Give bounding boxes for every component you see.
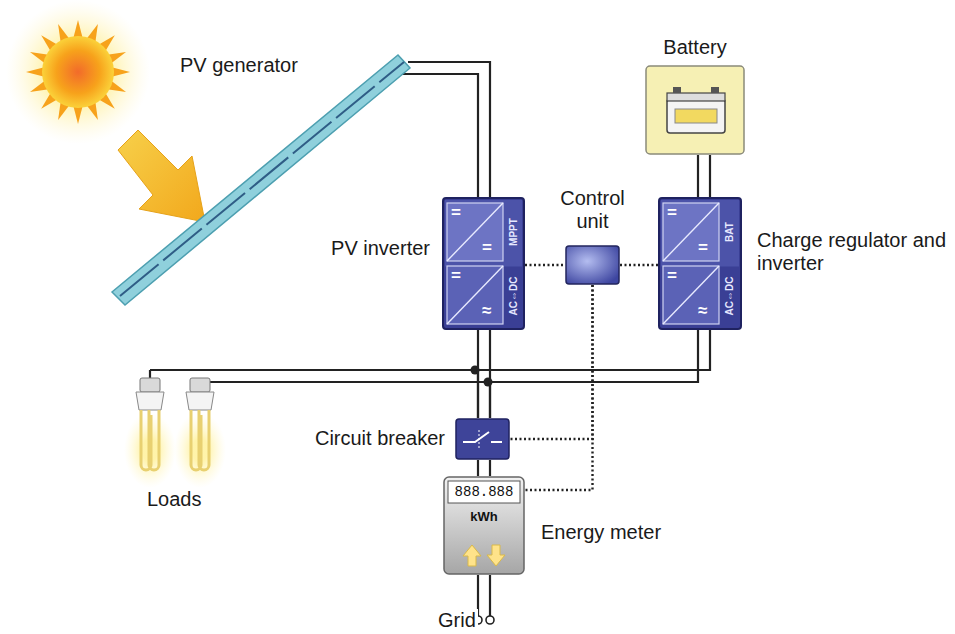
- node-text: kWh: [443, 509, 525, 525]
- pv-panel-shape: [108, 48, 413, 310]
- control-line: [620, 264, 658, 266]
- battery-box: [645, 65, 745, 155]
- battery: Battery: [645, 65, 745, 155]
- node-text: MPPT: [508, 218, 520, 246]
- sun-rays: [26, 20, 130, 124]
- control-unit: Control unit: [565, 245, 620, 285]
- pv-inverter: PV inverter===≈MPPTAC⇔DC: [442, 197, 525, 330]
- light-arrow: [118, 130, 205, 222]
- sun-glow: [6, 0, 150, 144]
- power-wire: [478, 330, 710, 418]
- node-label: PV inverter: [331, 237, 430, 260]
- grid-label: Grid: [436, 609, 478, 632]
- breaker-box: [455, 418, 510, 460]
- charge-regulator: Charge regulator and inverter===≈BATAC⇔D…: [658, 197, 742, 330]
- node-label: Circuit breaker: [315, 427, 445, 450]
- node-text: =: [451, 267, 461, 285]
- node-text: 888.888: [443, 483, 525, 501]
- node-label: Energy meter: [541, 521, 661, 544]
- node-text: AC⇔DC: [508, 277, 520, 316]
- circuit-breaker: Circuit breaker: [455, 418, 510, 460]
- lamp: [174, 378, 226, 488]
- power-wire: [698, 155, 710, 197]
- node-text: =: [667, 204, 677, 222]
- node-text: =: [451, 204, 461, 222]
- node-text: AC⇔DC: [724, 277, 736, 316]
- node-text: BAT: [724, 222, 736, 242]
- energy-meter: Energy meter888.888kWh: [443, 476, 525, 575]
- power-wire: [478, 330, 490, 418]
- node-text: =: [667, 267, 677, 285]
- node-label: Control unit: [548, 187, 638, 233]
- loads-label: Loads: [147, 488, 202, 511]
- power-wire: [399, 62, 490, 197]
- node-text: ≈: [698, 302, 707, 320]
- control-unit-box: [565, 245, 620, 285]
- node-label: Charge regulator and inverter: [757, 229, 947, 275]
- node-text: =: [482, 239, 492, 257]
- power-wire: [478, 460, 490, 476]
- sun: [42, 36, 114, 108]
- pv-panel: PV generator: [108, 48, 413, 310]
- control-line: [525, 264, 565, 266]
- node-label: PV generator: [180, 54, 298, 77]
- node-text: ≈: [482, 302, 491, 320]
- lamp: [124, 378, 176, 488]
- control-line: [525, 285, 593, 490]
- node-text: =: [698, 239, 708, 257]
- node-label: Battery: [663, 36, 726, 59]
